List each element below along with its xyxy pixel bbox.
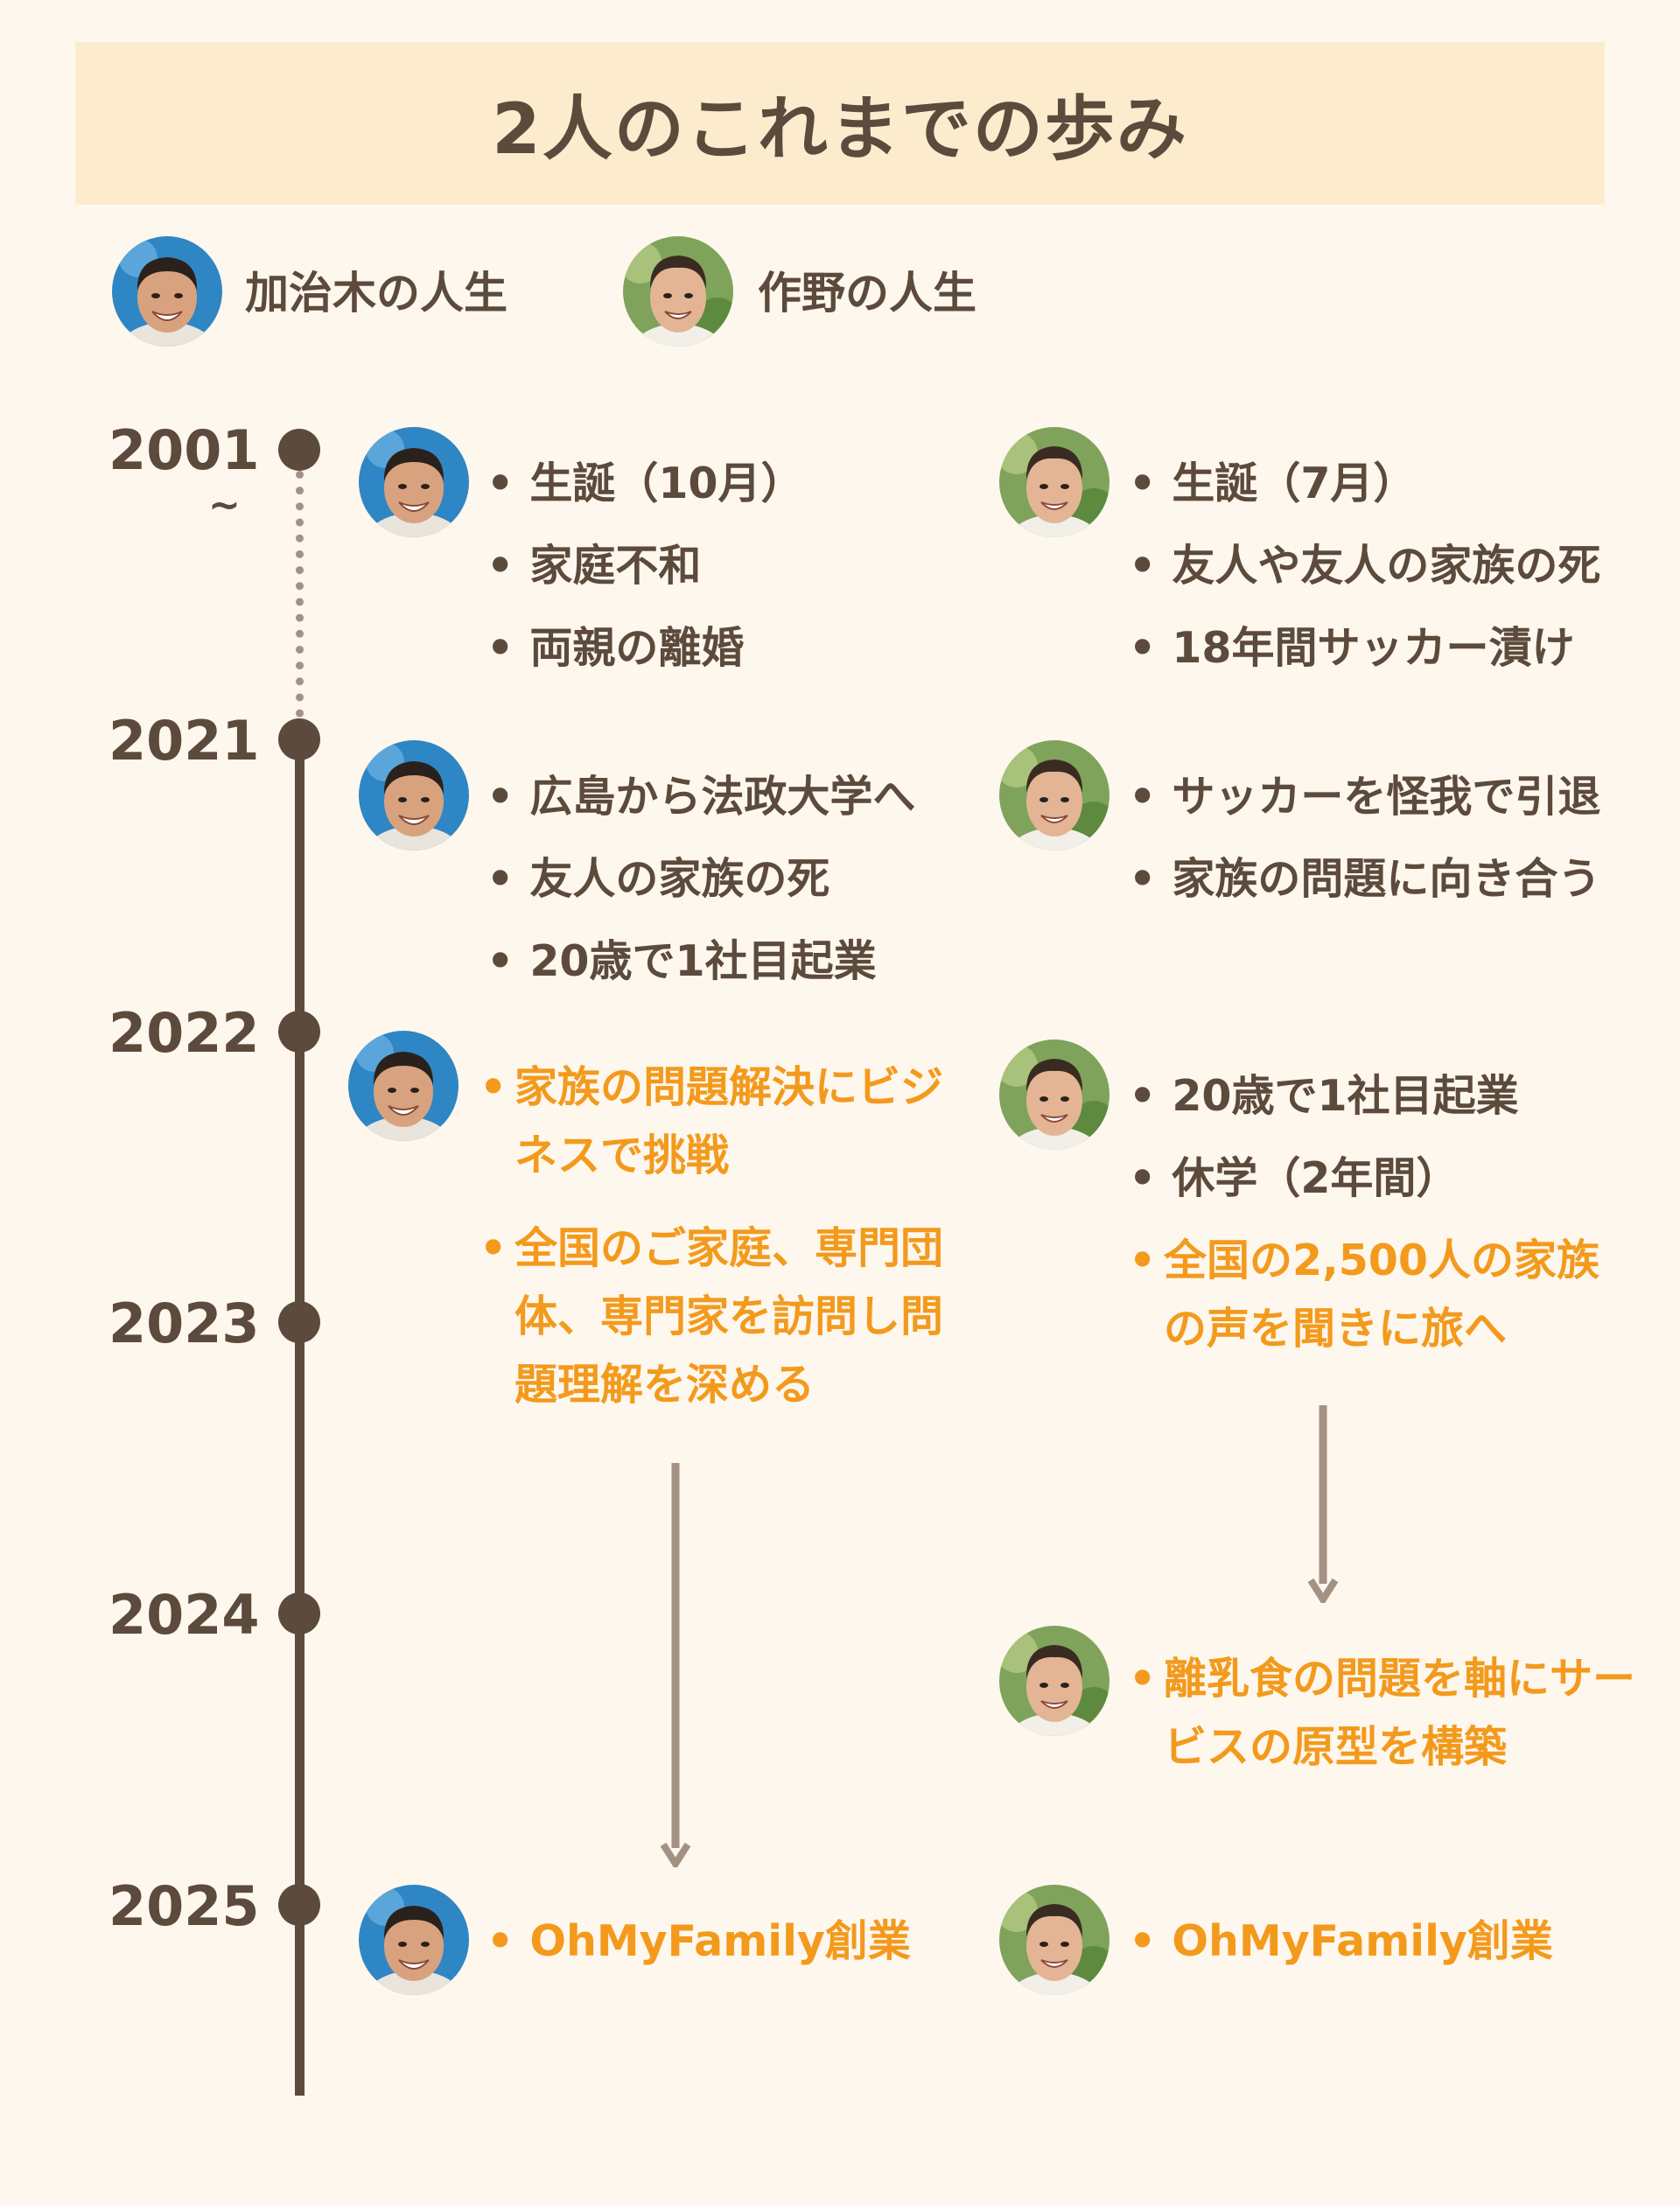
list-item: •友人の家族の死 [486,854,830,904]
timeline-dot-2021 [278,718,320,760]
sakuno-avatar [623,236,733,346]
list-item: •休学（2年間） [1129,1153,1460,1203]
list-item: •20歳で1社目起業 [1129,1071,1519,1121]
list-item: •生誕（7月） [1129,458,1417,508]
sakuno-2001-list: •生誕（7月） •友人や友人の家族の死 •18年間サッカー漬け [1129,443,1600,690]
kajiki-2021-list: •広島から法政大学へ •友人の家族の死 •20歳で1社目起業 [486,756,915,1003]
year-2022: 2022 [108,1001,260,1065]
sakuno-2021-list: •サッカーを怪我で引退 •家族の問題に向き合う [1129,756,1600,920]
timeline-dotted-segment [296,471,304,733]
list-item: •18年間サッカー漬け [1129,623,1575,673]
kajiki-2022-list: 家族の問題解決にビジネスで挑戦 全国のご家庭、専門団体、専門家を訪問し問題理解を… [480,1054,952,1444]
list-item: •OhMyFamily創業 [486,1916,911,1966]
arrow-down-icon [660,1463,691,1867]
list-item: 全国のご家庭、専門団体、専門家を訪問し問題理解を深める [480,1214,952,1419]
year-2025: 2025 [108,1874,260,1938]
arrow-down-icon [1307,1405,1339,1603]
sakuno-avatar-2001 [999,427,1110,537]
kajiki-avatar-2021 [359,740,469,850]
sakuno-avatar-2022 [999,1040,1110,1150]
list-item: 離乳食の問題を軸にサービスの原型を構築 [1129,1645,1654,1782]
legend-kajiki: 加治木の人生 [245,268,508,318]
kajiki-avatar-2025 [359,1885,469,1995]
page-title: 2人のこれまでの歩み [492,88,1188,170]
sakuno-avatar-2025 [999,1885,1110,1995]
list-item: 全国の2,500人の家族の声を聞きに旅へ [1129,1227,1601,1363]
list-item: 家族の問題解決にビジネスで挑戦 [480,1054,952,1190]
sakuno-2024-list: 離乳食の問題を軸にサービスの原型を構築 [1129,1645,1654,1806]
sakuno-2022-highlight-list: 全国の2,500人の家族の声を聞きに旅へ [1129,1227,1601,1388]
list-item: •両親の離婚 [486,623,745,673]
sakuno-avatar-2024 [999,1626,1110,1736]
timeline-dot-2022 [278,1011,320,1053]
list-item: •20歳で1社目起業 [486,936,877,986]
sakuno-2022-list: •20歳で1社目起業 •休学（2年間） [1129,1055,1519,1220]
sakuno-avatar-2021 [999,740,1110,850]
year-range-mark: ~ [208,483,241,528]
list-item: •友人や友人の家族の死 [1129,541,1601,591]
list-item: •OhMyFamily創業 [1129,1916,1553,1966]
timeline-dot-2023 [278,1301,320,1343]
list-item: •広島から法政大学へ [486,772,916,822]
legend-sakuno: 作野の人生 [758,268,976,318]
sakuno-2025-list: •OhMyFamily創業 [1129,1900,1553,1983]
title-banner: 2人のこれまでの歩み [75,42,1605,205]
year-2021: 2021 [108,709,260,773]
list-item: •家庭不和 [486,541,702,591]
kajiki-avatar-2022 [348,1031,458,1141]
timeline-dot-2001 [278,429,320,471]
list-item: •サッカーを怪我で引退 [1129,772,1601,822]
year-2024: 2024 [108,1583,260,1647]
year-2001: 2001 [108,418,260,482]
kajiki-2025-list: •OhMyFamily創業 [486,1900,911,1983]
kajiki-avatar-2001 [359,427,469,537]
list-item: •家族の問題に向き合う [1129,854,1601,904]
year-2023: 2023 [108,1292,260,1355]
timeline-line [295,739,304,2096]
timeline-dot-2025 [278,1884,320,1926]
kajiki-avatar [112,236,222,346]
timeline-dot-2024 [278,1592,320,1634]
list-item: •生誕（10月） [486,458,804,508]
kajiki-2001-list: •生誕（10月） •家庭不和 •両親の離婚 [486,443,804,690]
